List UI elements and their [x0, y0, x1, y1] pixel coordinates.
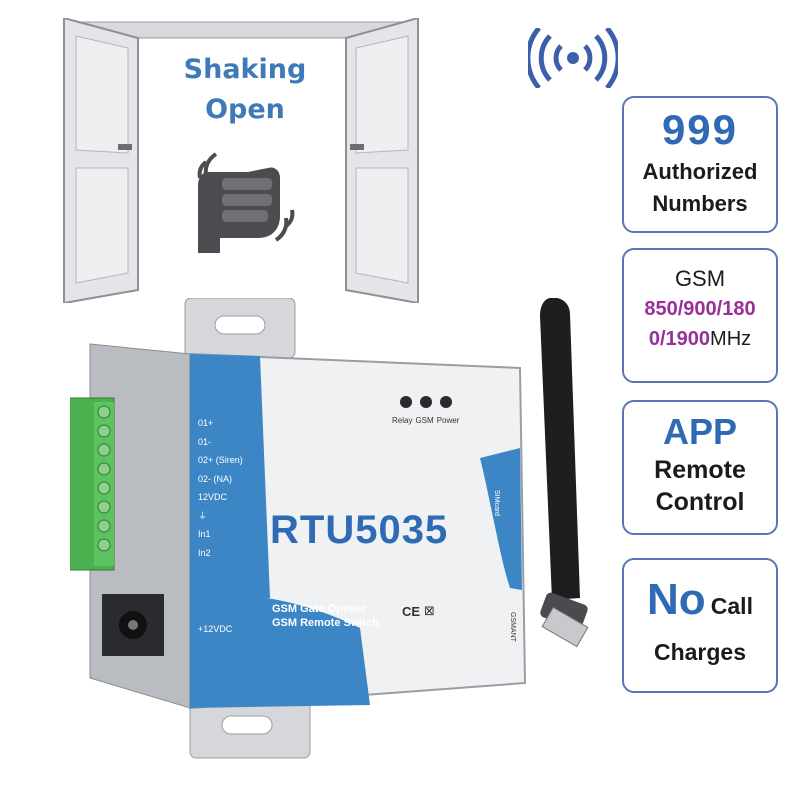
terminal-labels: 01+ 01- 02+ (Siren) 02- (NA) 12VDC ⏚ In1…	[198, 414, 243, 562]
power-label: +12VDC	[198, 624, 233, 634]
indicator-gsm: GSM	[415, 416, 434, 425]
feature-app-control: APP Remote Control	[622, 400, 778, 535]
feature-gsm-bands: GSM 850/900/180 0/1900MHz	[622, 248, 778, 383]
feature-charges: Charges	[653, 639, 747, 665]
feature-no-call-line: No Call	[624, 574, 776, 635]
antenna-icon	[540, 298, 589, 648]
device-subtitles: GSM Gate Opener GSM Remote Switch	[272, 602, 379, 630]
feature-bands-2-value: 0/1900	[648, 328, 711, 350]
ground-icon: ⏚	[198, 510, 208, 521]
feature-bands-1: 850/900/180	[644, 298, 756, 320]
ce-mark: CE	[402, 604, 421, 619]
feature-authorized-numbers: 999 Authorized Numbers	[622, 96, 778, 233]
feature-app: APP	[662, 411, 738, 452]
feature-999: 999	[661, 106, 739, 153]
terminal-label: 01-	[198, 436, 212, 447]
feature-control: Control	[655, 488, 745, 516]
indicator-labels: Relay GSM Power	[392, 416, 459, 425]
terminal-label: In2	[198, 547, 211, 558]
terminal-label: 02+ (Siren)	[198, 455, 243, 465]
feature-no: No	[647, 575, 706, 624]
shaking-open-title: Shaking Open	[150, 50, 340, 130]
wireless-signal-icon	[528, 28, 618, 88]
simcard-label: SIMcard	[493, 490, 500, 517]
shaking-open-line2: Open	[205, 94, 285, 125]
feature-remote: Remote	[654, 456, 746, 484]
subtitle-gate-opener: GSM Gate Opener	[272, 603, 367, 615]
rtu5035-device-illustration	[70, 298, 589, 759]
subtitle-remote-switch: GSM Remote Switch	[272, 617, 379, 629]
indicator-relay: Relay	[392, 416, 413, 425]
feature-gsm: GSM	[674, 266, 726, 291]
shaking-open-line1: Shaking	[183, 54, 307, 85]
terminal-label: In1	[198, 529, 211, 539]
feature-no-call-charges: No Call Charges	[622, 558, 778, 693]
feature-authorized: Authorized	[642, 159, 758, 184]
indicator-power: Power	[436, 416, 460, 425]
weee-bin-icon: ⊠	[424, 604, 435, 619]
shaking-hand-icon	[197, 152, 295, 253]
feature-bands-unit: MHz	[710, 328, 752, 350]
feature-numbers: Numbers	[652, 191, 748, 216]
feature-call: Call	[710, 593, 753, 619]
terminal-label: 02- (NA)	[198, 473, 233, 484]
gsmant-label: GSMANT	[509, 612, 516, 642]
open-doors-illustration	[63, 18, 419, 303]
terminal-label: 01+	[198, 418, 214, 428]
model-name: RTU5035	[270, 508, 449, 552]
feature-bands-2: 0/1900MHz	[624, 324, 776, 354]
terminal-label: 12VDC	[198, 492, 228, 502]
terminal-block	[70, 397, 115, 571]
